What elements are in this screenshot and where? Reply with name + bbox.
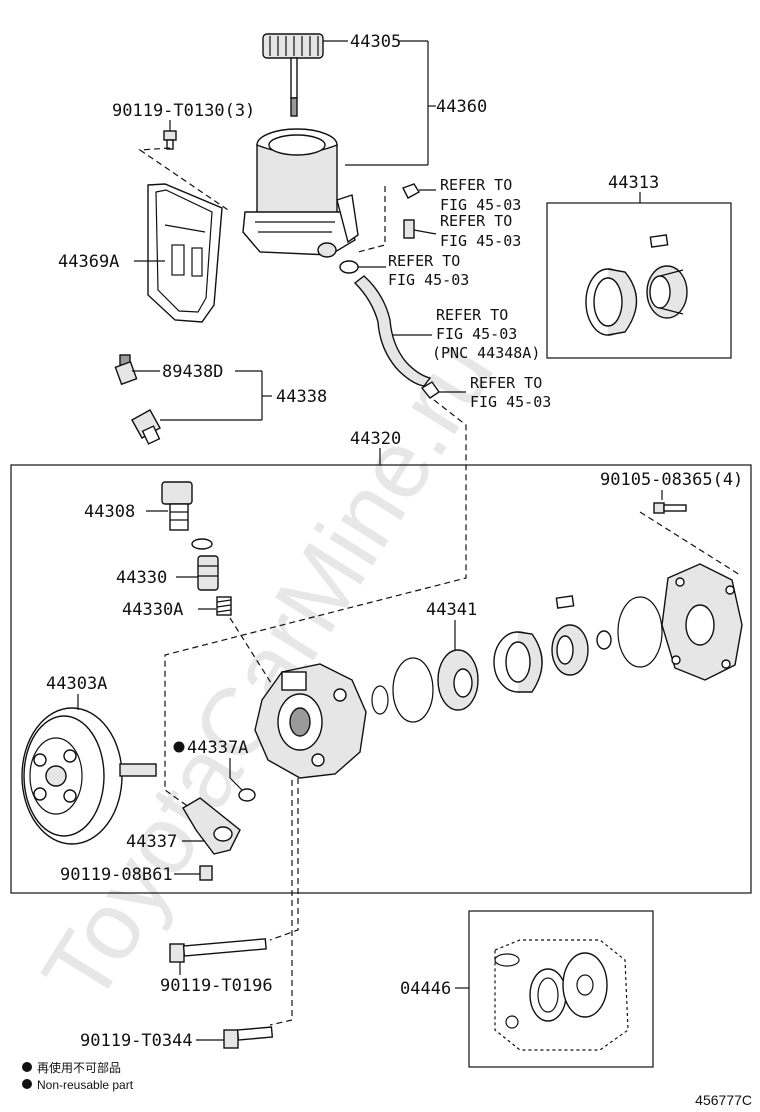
callout-90119-t0130: 90119-T0130(3) (112, 101, 255, 121)
side-plate-part (437, 649, 479, 711)
callout-90105-08365: 90105-08365(4) (600, 470, 743, 490)
rotor-kit-frame (546, 202, 732, 359)
callout-90119-t0344: 90119-T0344 (80, 1031, 193, 1051)
callout-44330: 44330 (116, 568, 167, 588)
callout-90119-t0196: 90119-T0196 (160, 976, 273, 996)
refer-note-3-line1: REFER TO (388, 252, 460, 270)
callout-44338: 44338 (276, 387, 327, 407)
union-fitting-part (131, 409, 161, 445)
callout-04446: 04446 (400, 979, 451, 999)
vane-assembly-part (555, 595, 575, 609)
small-o-ring-part (371, 685, 389, 715)
snap-ring-part (596, 630, 612, 650)
gasket-kit-frame (468, 910, 654, 1068)
pulley-part (21, 707, 157, 845)
rotor-part (646, 265, 688, 319)
refer-note-5-line1: REFER TO (470, 374, 542, 392)
flow-control-valve-part (197, 555, 219, 591)
reservoir-tank-part (242, 128, 359, 258)
o-ring-part (191, 538, 213, 550)
bolt-90105-08365-part (653, 502, 687, 514)
refer-note-2-line1: REFER TO (440, 212, 512, 230)
callout-44320: 44320 (350, 429, 401, 449)
callout-44308: 44308 (84, 502, 135, 522)
callout-44369a: 44369A (58, 252, 119, 272)
suction-port-union-part (182, 797, 241, 855)
bolt-90119-08b61-part (199, 865, 213, 881)
pump-assembly-frame (10, 464, 752, 894)
gasket-kit-part (494, 939, 629, 1051)
cam-ring-assembly-part (493, 631, 543, 693)
refer-note-5-line2: FIG 45-03 (470, 393, 551, 411)
refer-note-3-line2: FIG 45-03 (388, 271, 469, 289)
callout-44330a: 44330A (122, 600, 183, 620)
cam-ring-part (585, 268, 638, 336)
refer-note-4-line3: (PNC 44348A) (432, 344, 540, 362)
refer-note-4-line2: FIG 45-03 (436, 325, 517, 343)
non-reusable-mark (173, 741, 185, 753)
cover-o-ring-part (617, 596, 663, 668)
legend-text-english: Non-reusable part (37, 1078, 134, 1092)
pressure-sensor-part (114, 354, 138, 386)
refer-note-1-line2: FIG 45-03 (440, 196, 521, 214)
legend-bullet-2 (22, 1079, 32, 1089)
hose-stub-part (403, 219, 415, 239)
refer-note-4-line1: REFER TO (436, 306, 508, 324)
legend-bullet-1 (22, 1062, 32, 1072)
large-o-ring-part (392, 657, 434, 723)
bolt-90119-t0344-part (223, 1026, 274, 1049)
figure-id: 456777C (695, 1092, 752, 1108)
bolt-90119-t0130-part (163, 130, 177, 150)
valve-spring-part (216, 596, 232, 616)
bolt-90119-t0196-part (169, 938, 267, 963)
vane-part (649, 234, 669, 248)
reservoir-cap-part (262, 33, 324, 117)
callout-44360: 44360 (436, 97, 487, 117)
refer-note-1-line1: REFER TO (440, 176, 512, 194)
flow-control-valve-plug-part (161, 481, 193, 531)
callout-44341: 44341 (426, 600, 477, 620)
refer-note-2-line2: FIG 45-03 (440, 232, 521, 250)
pump-rear-cover-part (661, 563, 743, 681)
callout-89438d: 89438D (162, 362, 223, 382)
legend-text-japanese: 再使用不可部品 (37, 1060, 121, 1075)
return-hose-part (353, 275, 432, 387)
pump-housing-part (254, 663, 367, 779)
callout-90119-08b61: 90119-08B61 (60, 865, 173, 885)
callout-44313: 44313 (608, 173, 659, 193)
union-o-ring-part (238, 788, 256, 802)
clamp-part (402, 183, 420, 199)
hose-clamp-part (339, 260, 359, 274)
callout-44337a: 44337A (187, 738, 248, 758)
callout-44303a: 44303A (46, 674, 107, 694)
reservoir-bracket-part (147, 183, 223, 323)
callout-44337: 44337 (126, 832, 177, 852)
callout-44305: 44305 (350, 32, 401, 52)
rotor-assembly-part (551, 624, 589, 676)
